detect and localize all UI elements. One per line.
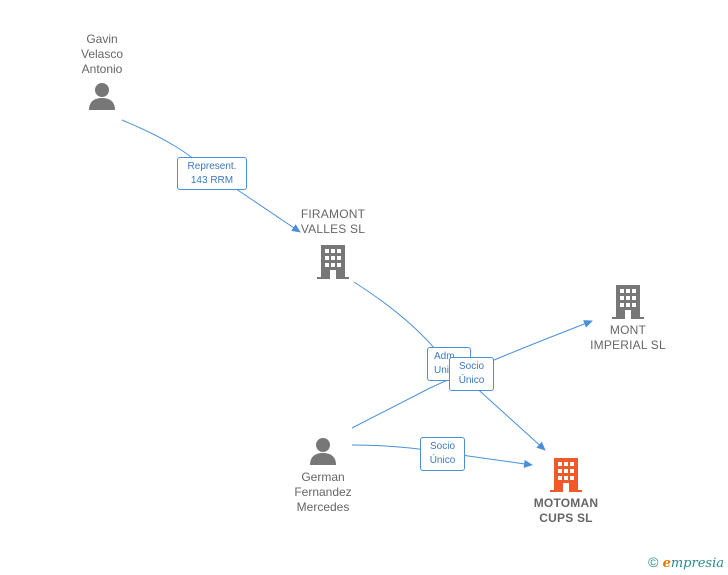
edge-label-line: Adm bbox=[434, 351, 455, 362]
brand-logo: © empresia bbox=[648, 554, 724, 571]
person-icon bbox=[89, 83, 115, 110]
edge-label-line: Uni bbox=[434, 365, 450, 376]
edge-label-represent[interactable]: Represent. 143 RRM bbox=[177, 157, 247, 190]
brand-initial: e bbox=[662, 556, 671, 571]
node-firamont[interactable]: FIRAMONT VALLES SL bbox=[283, 207, 383, 279]
edge-label-line: Socio bbox=[429, 441, 455, 452]
node-mont-imperial[interactable]: MONT IMPERIAL SL bbox=[578, 283, 678, 353]
building-icon bbox=[550, 458, 582, 492]
person-icon bbox=[310, 438, 336, 465]
edge-label-line: Único bbox=[429, 455, 456, 466]
node-label: FIRAMONT VALLES SL bbox=[300, 207, 366, 236]
copyright-symbol: © bbox=[648, 554, 659, 570]
node-label: MONT IMPERIAL SL bbox=[590, 323, 666, 352]
building-icon bbox=[612, 285, 644, 319]
node-label: German Fernandez Mercedes bbox=[294, 470, 352, 514]
node-label: Gavin Velasco Antonio bbox=[80, 32, 124, 76]
edge-label-line: Represent. bbox=[187, 161, 237, 172]
edge-label-line: Único bbox=[458, 375, 485, 386]
node-gavin[interactable]: Gavin Velasco Antonio bbox=[62, 32, 142, 111]
edge-label-line: Socio bbox=[458, 361, 484, 372]
building-icon bbox=[317, 245, 349, 279]
edge-label-socio-mont[interactable]: Socio Único bbox=[449, 357, 494, 391]
edge-german-mont bbox=[351, 320, 593, 429]
node-german[interactable]: German Fernandez Mercedes bbox=[281, 436, 365, 515]
node-label: MOTOMAN CUPS SL bbox=[533, 496, 599, 525]
edge-label-socio-motoman[interactable]: Socio Único bbox=[420, 437, 465, 471]
brand-name: mpresia bbox=[670, 556, 724, 571]
edge-label-line: 143 RRM bbox=[190, 175, 234, 186]
node-motoman-cups[interactable]: MOTOMAN CUPS SL bbox=[516, 456, 616, 526]
